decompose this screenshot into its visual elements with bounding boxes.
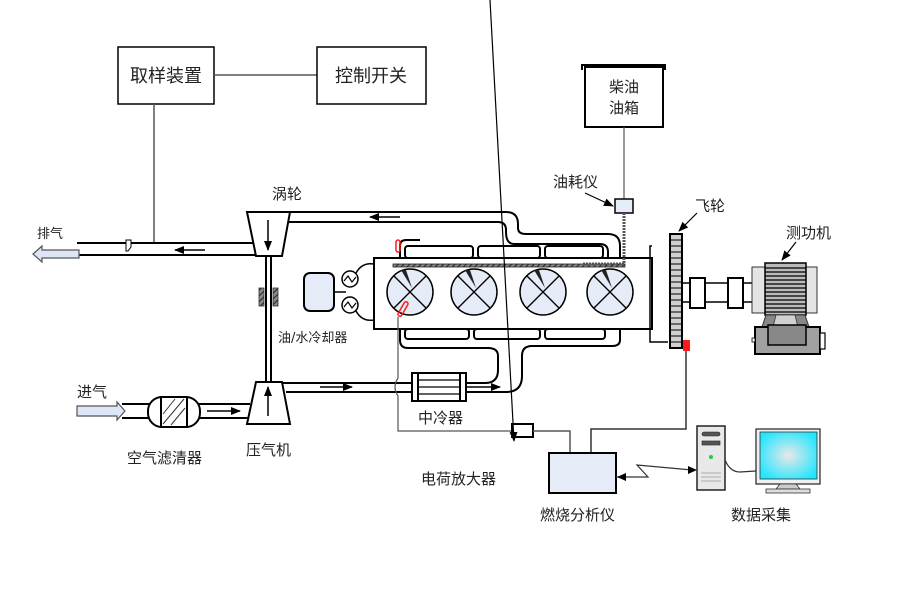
cylinder-pressure-sensor-icon (397, 301, 409, 317)
data-link-line (616, 464, 693, 478)
exhaust-probe-icon (125, 239, 132, 252)
pressure-signal-line (394, 317, 512, 432)
data-acquisition-label: 数据采集 (731, 506, 791, 524)
injector-icon (465, 270, 476, 288)
dynamometer-pointer (781, 241, 797, 261)
coupling-1 (689, 277, 706, 309)
turbo-shaft (258, 256, 279, 382)
diesel-tank-label-line2: 油箱 (609, 99, 639, 117)
exhaust-pipe (77, 239, 258, 256)
diesel-tank-label-line1: 柴油 (609, 78, 639, 96)
exhaust-pressure-sensor-icon (395, 239, 401, 253)
bearing-left-icon (258, 287, 265, 307)
flywheel-pointer (678, 212, 698, 232)
fuel-line-to-rail (583, 213, 626, 266)
exhaust-out-arrow-icon (32, 244, 80, 264)
monitor-screen (759, 431, 818, 480)
charge-amplifier-pointer (489, 0, 518, 442)
control-switch: 控制开关 (316, 46, 427, 105)
exhaust-label: 排气 (37, 226, 63, 242)
oil-water-cooler (303, 262, 375, 322)
monitor (755, 428, 821, 494)
bearing-right-icon (272, 287, 279, 307)
fuel-meter-label: 油耗仪 (553, 173, 598, 191)
fuel-meter (614, 198, 634, 214)
sampling-device-label: 取样装置 (130, 66, 202, 87)
cylinder-4 (586, 268, 634, 316)
flywheel-label: 飞轮 (695, 197, 725, 215)
air-filter (147, 396, 201, 428)
combustion-analyzer-label: 燃烧分析仪 (540, 506, 615, 524)
crank-angle-sensor-icon (683, 340, 690, 351)
cylinder-3 (519, 268, 567, 316)
flywheel (669, 233, 683, 349)
charge-amplifier (511, 423, 534, 438)
data-link-arrow-right (688, 466, 697, 474)
intake-label: 进气 (77, 383, 107, 401)
amplifier-to-analyzer-line (533, 430, 571, 453)
dynamometer (751, 262, 826, 355)
intercooler-label: 中冷器 (418, 409, 463, 427)
turbine-label: 涡轮 (272, 185, 302, 203)
combustion-analyzer (548, 452, 617, 494)
drive-shaft (682, 277, 755, 309)
intercooler (411, 372, 467, 402)
sampling-device: 取样装置 (117, 46, 215, 105)
fuel-meter-pointer (584, 192, 614, 207)
pc-tower (696, 425, 726, 491)
dynamometer-label: 测功机 (786, 224, 831, 242)
oil-water-cooler-label: 油/水冷却器 (278, 331, 347, 346)
monitor-cable (724, 459, 757, 473)
coupling-2 (727, 277, 744, 309)
intake-in-arrow-icon (76, 400, 126, 422)
cylinder-1 (386, 268, 434, 317)
injector-icon (534, 270, 545, 288)
compressor-label: 压气机 (246, 441, 291, 459)
injector-icon (401, 270, 412, 288)
charge-amplifier-label: 电荷放大器 (421, 470, 496, 488)
control-switch-label: 控制开关 (335, 66, 407, 87)
diesel-tank: 柴油 油箱 (581, 64, 666, 128)
injector-icon (601, 270, 612, 288)
charge-air-pipe (282, 382, 501, 393)
crank-signal-line (590, 351, 687, 453)
exhaust-manifold-duct (289, 211, 621, 259)
intake-manifold-duct (399, 328, 621, 393)
data-link-arrow-left (617, 473, 626, 481)
air-filter-label: 空气滤清器 (127, 449, 202, 467)
flywheel-housing (649, 245, 668, 343)
fuel-rail (392, 263, 626, 268)
cylinder-2 (450, 268, 498, 316)
power-led-icon (709, 455, 713, 459)
